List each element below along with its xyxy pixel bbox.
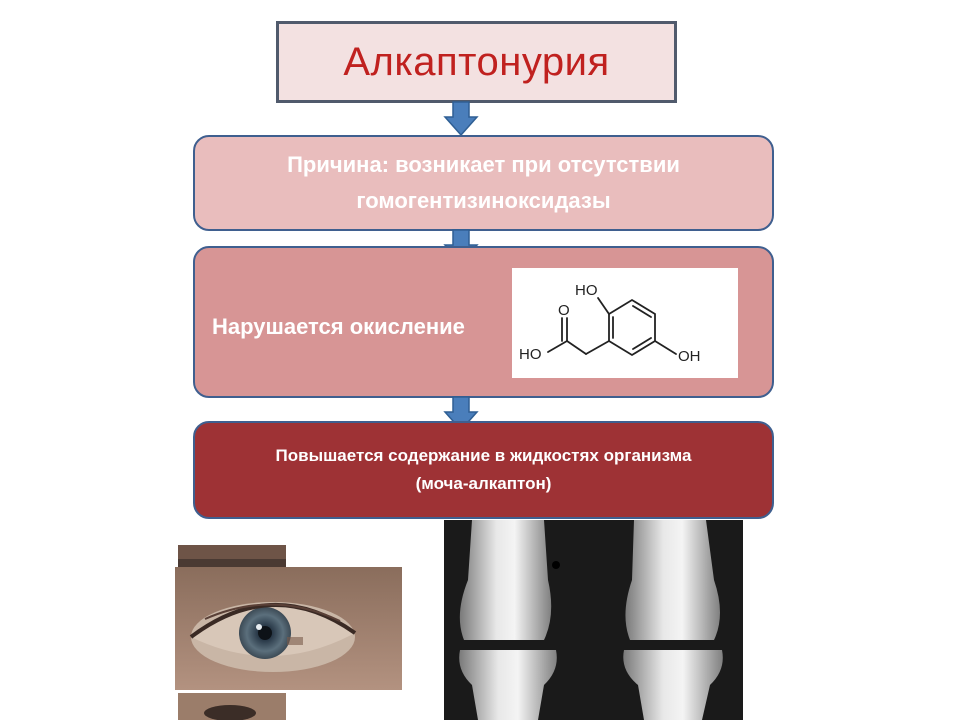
carbonyl-oxygen-label: O xyxy=(558,302,570,319)
down-arrow-icon xyxy=(443,101,479,137)
result-box: Повышается содержание в жидкостях органи… xyxy=(193,421,774,519)
result-line-1: Повышается содержание в жидкостях органи… xyxy=(275,446,692,465)
oxidation-box: Нарушается окисление xyxy=(193,246,774,398)
acid-hydroxyl-label: HO xyxy=(519,346,542,363)
title-box: Алкаптонурия xyxy=(276,21,677,103)
oxidation-label: Нарушается окисление xyxy=(212,314,465,339)
hydroxyl-top-label: HO xyxy=(575,282,598,299)
knee-xray-photo xyxy=(444,520,743,720)
homogentisic-acid-structure: HO O HO OH xyxy=(512,268,738,378)
cause-box: Причина: возникает при отсутствии гомоге… xyxy=(193,135,774,231)
cause-line-1: Причина: возникает при отсутствии xyxy=(287,152,680,177)
result-line-2: (моча-алкаптон) xyxy=(415,474,552,493)
title-text: Алкаптонурия xyxy=(343,39,610,84)
molecule-diagram: HO O HO OH xyxy=(519,282,701,365)
ring-hydroxyl-label: OH xyxy=(678,348,701,365)
eye-photo xyxy=(175,545,402,720)
cause-line-2: гомогентизиноксидазы xyxy=(356,188,611,213)
